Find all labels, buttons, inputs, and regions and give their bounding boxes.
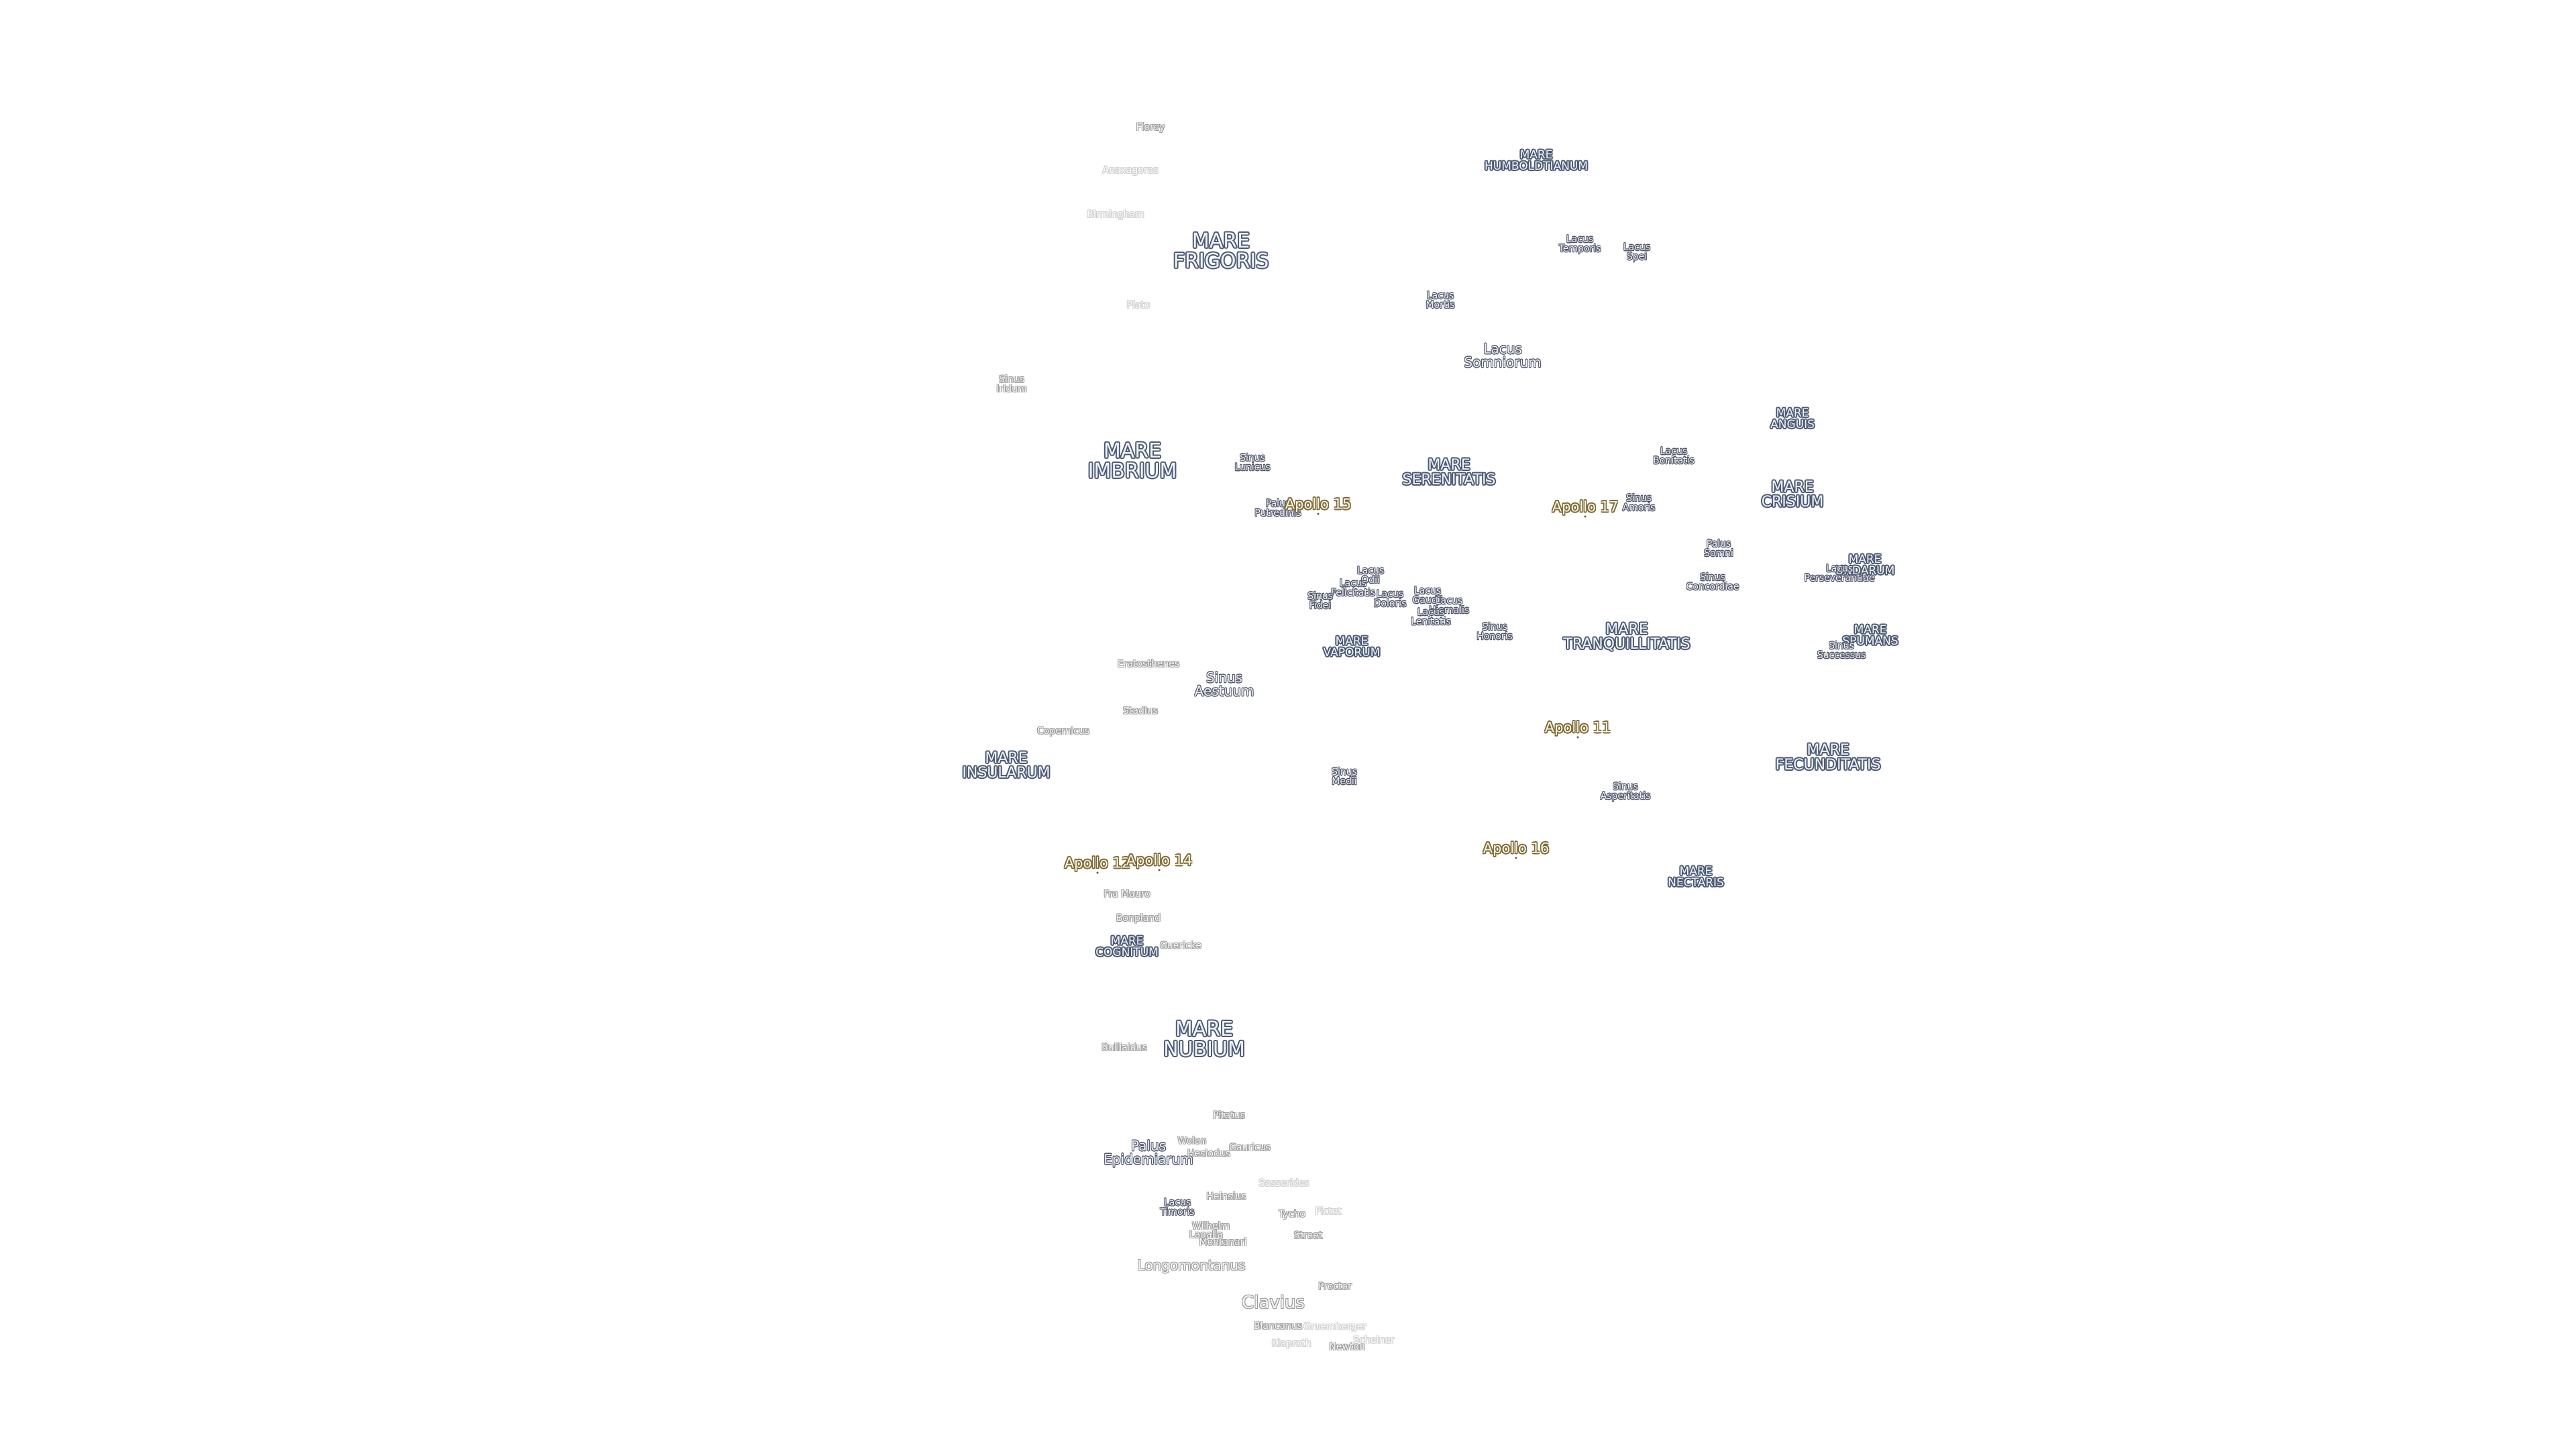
map-label-sinus-roris[interactable]: Sinus Iridum [996,374,1027,394]
map-label-bonpland[interactable]: Bonpland [1116,913,1161,924]
map-label-birmingham[interactable]: Birmingham [1087,209,1144,220]
map-label-plato[interactable]: Plato [1126,300,1150,311]
apollo-16-marker-icon[interactable] [1515,857,1517,859]
apollo-label-apollo-14[interactable]: Apollo 14 [1126,852,1193,869]
map-label-sinus-fidei[interactable]: Sinus Fidei [1307,591,1333,611]
map-label-lacus-doloris[interactable]: Lacus Doloris [1373,589,1407,609]
apollo-label-apollo-11[interactable]: Apollo 11 [1544,719,1611,736]
map-label-sinus-asperitatis[interactable]: Sinus Asperitatis [1600,782,1651,802]
map-label-mare-crisium[interactable]: MARE CRISIUM [1761,479,1824,511]
map-label-eratosthenes[interactable]: Eratosthenes [1117,659,1180,669]
map-label-lacus-hiemalis[interactable]: Lacus Hiemalis [1428,596,1470,616]
map-label-sinus-honoris[interactable]: Sinus Honoris [1477,622,1513,642]
map-label-newton[interactable]: Newton [1329,1342,1365,1352]
map-label-mare-spumans[interactable]: MARE SPUMANS [1842,623,1898,648]
map-label-mare-insularum[interactable]: MARE INSULARUM [962,750,1051,782]
map-label-mare-serenitatis[interactable]: MARE SERENITATIS [1402,457,1496,488]
map-label-mare-anguis[interactable]: MARE ANGUIS [1770,407,1815,431]
map-label-lacus-mortis[interactable]: Lacus Mortis [1426,290,1455,311]
apollo-14-marker-icon[interactable] [1158,869,1161,871]
map-label-wolan[interactable]: Wolan [1177,1136,1207,1146]
map-label-sinus-aestuum[interactable]: Sinus Aestuum [1194,669,1254,699]
map-label-lacus-gaudii[interactable]: Lacus Gaudii [1412,586,1443,606]
map-label-mare-fecunditatis[interactable]: MARE FECUNDITATIS [1775,742,1881,773]
map-label-mare-nectaris[interactable]: MARE NECTARIS [1668,865,1724,890]
map-label-blancanus[interactable]: Blancanus [1253,1321,1303,1332]
map-label-longomontanus-small[interactable]: Lagalla [1189,1230,1224,1240]
map-label-sinus-medii[interactable]: Sinus Medii [1332,767,1357,787]
apollo-15-marker-icon[interactable] [1317,513,1320,515]
map-label-sasserides[interactable]: Sasserides [1258,1178,1309,1189]
map-label-mare-undarum[interactable]: MARE UNDARUM [1835,553,1895,578]
map-label-lacus-somniorum[interactable]: Lacus Somniorum [1464,341,1542,370]
map-label-mare-nubium[interactable]: MARE NUBIUM [1163,1018,1245,1061]
map-label-gauricus[interactable]: Gauricus [1229,1142,1271,1153]
map-label-montanari[interactable]: Montanari [1199,1237,1247,1248]
apollo-label-apollo-17[interactable]: Apollo 17 [1552,498,1619,515]
apollo-label-apollo-15[interactable]: Apollo 15 [1285,496,1352,513]
map-label-palus-putredinis[interactable]: Palus Putredinis [1254,498,1301,519]
map-label-heinsius[interactable]: Heinsius [1206,1191,1246,1202]
map-label-sinus-amoris[interactable]: Sinus Amoris [1622,493,1656,513]
map-label-mare-humboldtianum[interactable]: MARE HUMBOLDTIANUM [1484,148,1589,173]
apollo-11-marker-icon[interactable] [1576,736,1579,739]
map-label-pictet[interactable]: Pictet [1315,1206,1342,1217]
map-label-longomontanus[interactable]: Longomontanus [1137,1257,1246,1273]
apollo-label-apollo-12[interactable]: Apollo 12 [1064,855,1131,871]
map-label-lacus-bonitatis[interactable]: Lacus Bonitatis [1653,446,1695,466]
map-label-palus-epidemiarum[interactable]: Palus Epidemiarum [1104,1138,1193,1167]
map-label-wilhelm[interactable]: Wilhelm [1191,1221,1230,1232]
map-label-clavius[interactable]: Clavius [1242,1293,1305,1313]
apollo-12-marker-icon[interactable] [1096,871,1099,874]
map-label-copernicus[interactable]: Copernicus [1037,726,1089,737]
map-label-bullialdus[interactable]: Bullialdus [1102,1042,1147,1053]
map-label-palus-somni[interactable]: Palus Somni [1704,539,1733,559]
map-label-mare-tranquillitatis[interactable]: MARE TRANQUILLITATIS [1563,621,1690,653]
map-label-anaxagoras[interactable]: Anaxagoras [1102,165,1159,176]
map-label-lacus-odii[interactable]: Lacus Odii [1356,566,1385,586]
map-label-street[interactable]: Street [1293,1230,1323,1241]
map-label-mare-frigoris[interactable]: MARE FRIGORIS [1173,229,1269,273]
map-label-gruemberger[interactable]: Gruemberger [1303,1322,1366,1332]
map-label-guericke[interactable]: Guericke [1160,941,1201,951]
apollo-17-marker-icon[interactable] [1584,515,1587,518]
map-label-proctor[interactable]: Proctor [1318,1281,1352,1292]
map-label-lacus-spei[interactable]: Lacus Spei [1623,242,1651,262]
map-label-philolaus[interactable]: Florey [1136,122,1165,133]
map-label-fra-mauro[interactable]: Fra Mauro [1104,889,1150,900]
map-label-klaproth[interactable]: Klaproth [1271,1338,1311,1349]
map-label-mare-imbrium[interactable]: MARE IMBRIUM [1087,439,1177,483]
map-label-sinus-successus[interactable]: Sinus Successus [1817,641,1866,661]
map-label-tycho[interactable]: Tycho [1279,1209,1305,1220]
map-label-pitatus[interactable]: Pitatus [1213,1110,1245,1121]
map-label-sinus-lunicus[interactable]: Sinus Lunicus [1234,453,1271,473]
map-label-lacus-perseverantiae[interactable]: Lacus Perseverantiae [1804,564,1875,584]
map-label-sinus-concordiae[interactable]: Sinus Concordiae [1686,572,1739,592]
map-label-lacus-felicitatis[interactable]: Lacus Felicitatis [1330,578,1376,598]
map-label-lacus-lenitatis[interactable]: Lacus Lenitatis [1411,607,1451,627]
map-label-mare-cognitum[interactable]: MARE COGNITUM [1095,934,1159,959]
map-label-lacus-timoris[interactable]: Lacus Timoris [1160,1197,1195,1218]
map-label-scheiner[interactable]: Scheiner [1353,1335,1395,1346]
map-label-lacus-temporis[interactable]: Lacus Temporis [1558,234,1601,254]
apollo-label-apollo-16[interactable]: Apollo 16 [1483,840,1550,857]
map-label-hesiodus[interactable]: Hesiodus [1187,1148,1230,1159]
map-label-mare-vaporum[interactable]: MARE VAPORUM [1323,635,1381,659]
map-label-stadius[interactable]: Stadius [1123,706,1158,716]
